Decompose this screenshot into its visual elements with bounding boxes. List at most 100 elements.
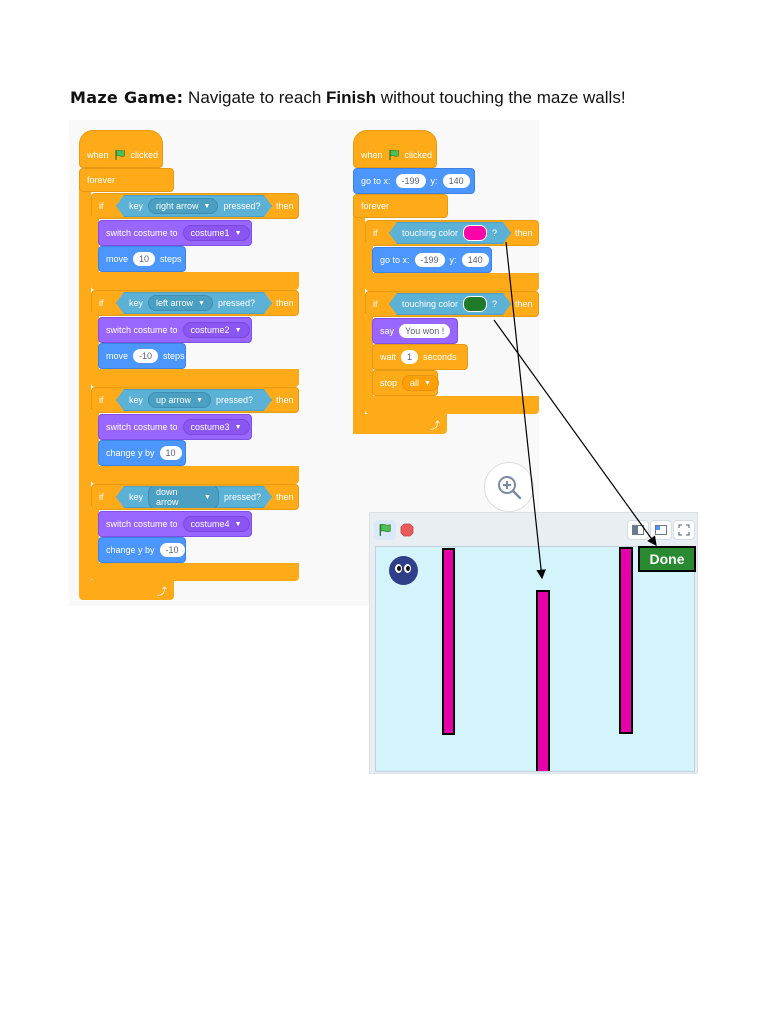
fullscreen-button[interactable] <box>673 520 695 540</box>
if1-arm <box>365 244 373 276</box>
key-pressed-sensor[interactable]: key down arrow▼ pressed? <box>116 486 272 508</box>
goto-x-input[interactable]: -199 <box>395 174 426 188</box>
then-label: then <box>276 201 294 211</box>
key-label: key <box>129 298 144 308</box>
stop-icon <box>400 523 414 537</box>
finish-done-target: Done <box>638 546 696 572</box>
costume-dropdown[interactable]: costume2▼ <box>182 322 250 338</box>
forever-block-2[interactable]: forever <box>353 194 448 218</box>
then-label: then <box>276 298 294 308</box>
if1-then-label: then <box>515 228 533 238</box>
motion-value-input[interactable]: 10 <box>133 252 156 266</box>
maze-wall-middle <box>536 590 550 771</box>
if2-end <box>365 396 539 414</box>
touching-color-green-sensor[interactable]: touching color ? <box>389 293 511 315</box>
stop-option-value: all <box>410 378 420 388</box>
stop-button[interactable] <box>396 520 418 540</box>
costume-dropdown[interactable]: costume3▼ <box>182 419 250 435</box>
maze-wall-right <box>619 547 633 734</box>
if-arm <box>91 508 99 564</box>
forever-end <box>79 580 174 600</box>
key-label: key <box>129 492 144 502</box>
say-label: say <box>380 326 395 336</box>
then-label: then <box>276 395 294 405</box>
goto-inner-x-input[interactable]: -199 <box>414 253 445 267</box>
pink-color-swatch[interactable] <box>463 225 487 241</box>
stop-option-dropdown[interactable]: all ▼ <box>402 375 439 391</box>
wait-seconds-input[interactable]: 1 <box>401 350 419 364</box>
costume-dropdown[interactable]: costume1▼ <box>182 225 250 241</box>
wait-block[interactable]: wait 1 seconds <box>372 344 468 370</box>
motion-suffix-label: steps <box>163 351 185 361</box>
motion-value-input[interactable]: -10 <box>133 349 159 363</box>
player-sprite[interactable] <box>389 556 418 585</box>
if-arm <box>91 217 99 273</box>
green-color-swatch[interactable] <box>463 296 487 312</box>
heading-bold: Maze Game: <box>70 88 184 107</box>
green-flag-icon <box>379 523 391 536</box>
chevron-down-icon: ▼ <box>234 423 242 431</box>
stage-canvas[interactable] <box>375 546 695 772</box>
stop-block[interactable]: stop all▼ <box>372 370 439 396</box>
chevron-down-icon: ▼ <box>203 202 211 210</box>
hat-when-label: when <box>87 150 109 160</box>
hat2-clicked-label: clicked <box>404 150 433 160</box>
go-to-xy-block-inner[interactable]: go to x: -199 y: 140 <box>372 247 492 273</box>
chevron-down-icon: ▼ <box>198 299 205 307</box>
key-dropdown[interactable]: right arrow▼ <box>148 198 218 214</box>
pressed-label: pressed? <box>217 298 255 308</box>
when-flag-clicked-hat[interactable]: when clicked <box>79 130 163 168</box>
wait-label: wait <box>380 352 397 362</box>
goto-label: go to x: <box>361 176 391 186</box>
motion-value-input[interactable]: -10 <box>159 543 185 557</box>
costume-value: costume1 <box>190 228 230 238</box>
key-dropdown[interactable]: left arrow▼ <box>148 295 213 311</box>
motion-action-label: move <box>106 254 129 264</box>
key-label: key <box>129 395 144 405</box>
motion-block[interactable]: change y by -10 <box>98 537 186 563</box>
forever2-label: forever <box>361 201 390 211</box>
hat2-when-label: when <box>361 150 383 160</box>
costume-dropdown[interactable]: costume4▼ <box>182 516 250 532</box>
green-flag-button[interactable] <box>374 520 396 540</box>
touching-color-pink-sensor[interactable]: touching color ? <box>389 222 511 244</box>
green-flag-icon <box>114 149 125 160</box>
if-arm <box>91 314 99 370</box>
chevron-down-icon: ▼ <box>424 379 431 387</box>
say-message-input[interactable]: You won ! <box>399 324 451 338</box>
motion-value-input[interactable]: 10 <box>159 446 182 460</box>
small-stage-button[interactable] <box>627 520 649 540</box>
go-to-xy-block[interactable]: go to x: -199 y: 140 <box>353 168 475 194</box>
touching1-q: ? <box>492 228 498 238</box>
large-stage-button[interactable] <box>650 520 672 540</box>
if-arm <box>91 411 99 467</box>
zoom-in-button[interactable] <box>484 462 534 512</box>
if-label: if <box>99 492 104 502</box>
heading-part1: Navigate to reach <box>183 88 327 107</box>
motion-action-label: change y by <box>106 545 155 555</box>
goto-inner-y-input[interactable]: 140 <box>461 253 489 267</box>
zoom-in-icon <box>498 476 522 500</box>
forever-block[interactable]: forever <box>79 168 174 192</box>
key-dropdown[interactable]: down arrow▼ <box>148 484 219 510</box>
key-pressed-sensor[interactable]: key left arrow▼ pressed? <box>116 292 272 314</box>
when-flag-clicked-hat-2[interactable]: when clicked <box>353 130 437 168</box>
pressed-label: pressed? <box>223 492 261 502</box>
pressed-label: pressed? <box>215 395 253 405</box>
touching2-label: touching color <box>402 299 459 309</box>
forever2-end <box>353 414 447 434</box>
key-pressed-sensor[interactable]: key up arrow▼ pressed? <box>116 389 272 411</box>
heading-finish: Finish <box>326 88 377 107</box>
key-dropdown[interactable]: up arrow▼ <box>148 392 211 408</box>
goto-y-input[interactable]: 140 <box>442 174 470 188</box>
say-block[interactable]: say You won ! <box>372 318 458 344</box>
goto-inner-y-label: y: <box>449 255 457 265</box>
